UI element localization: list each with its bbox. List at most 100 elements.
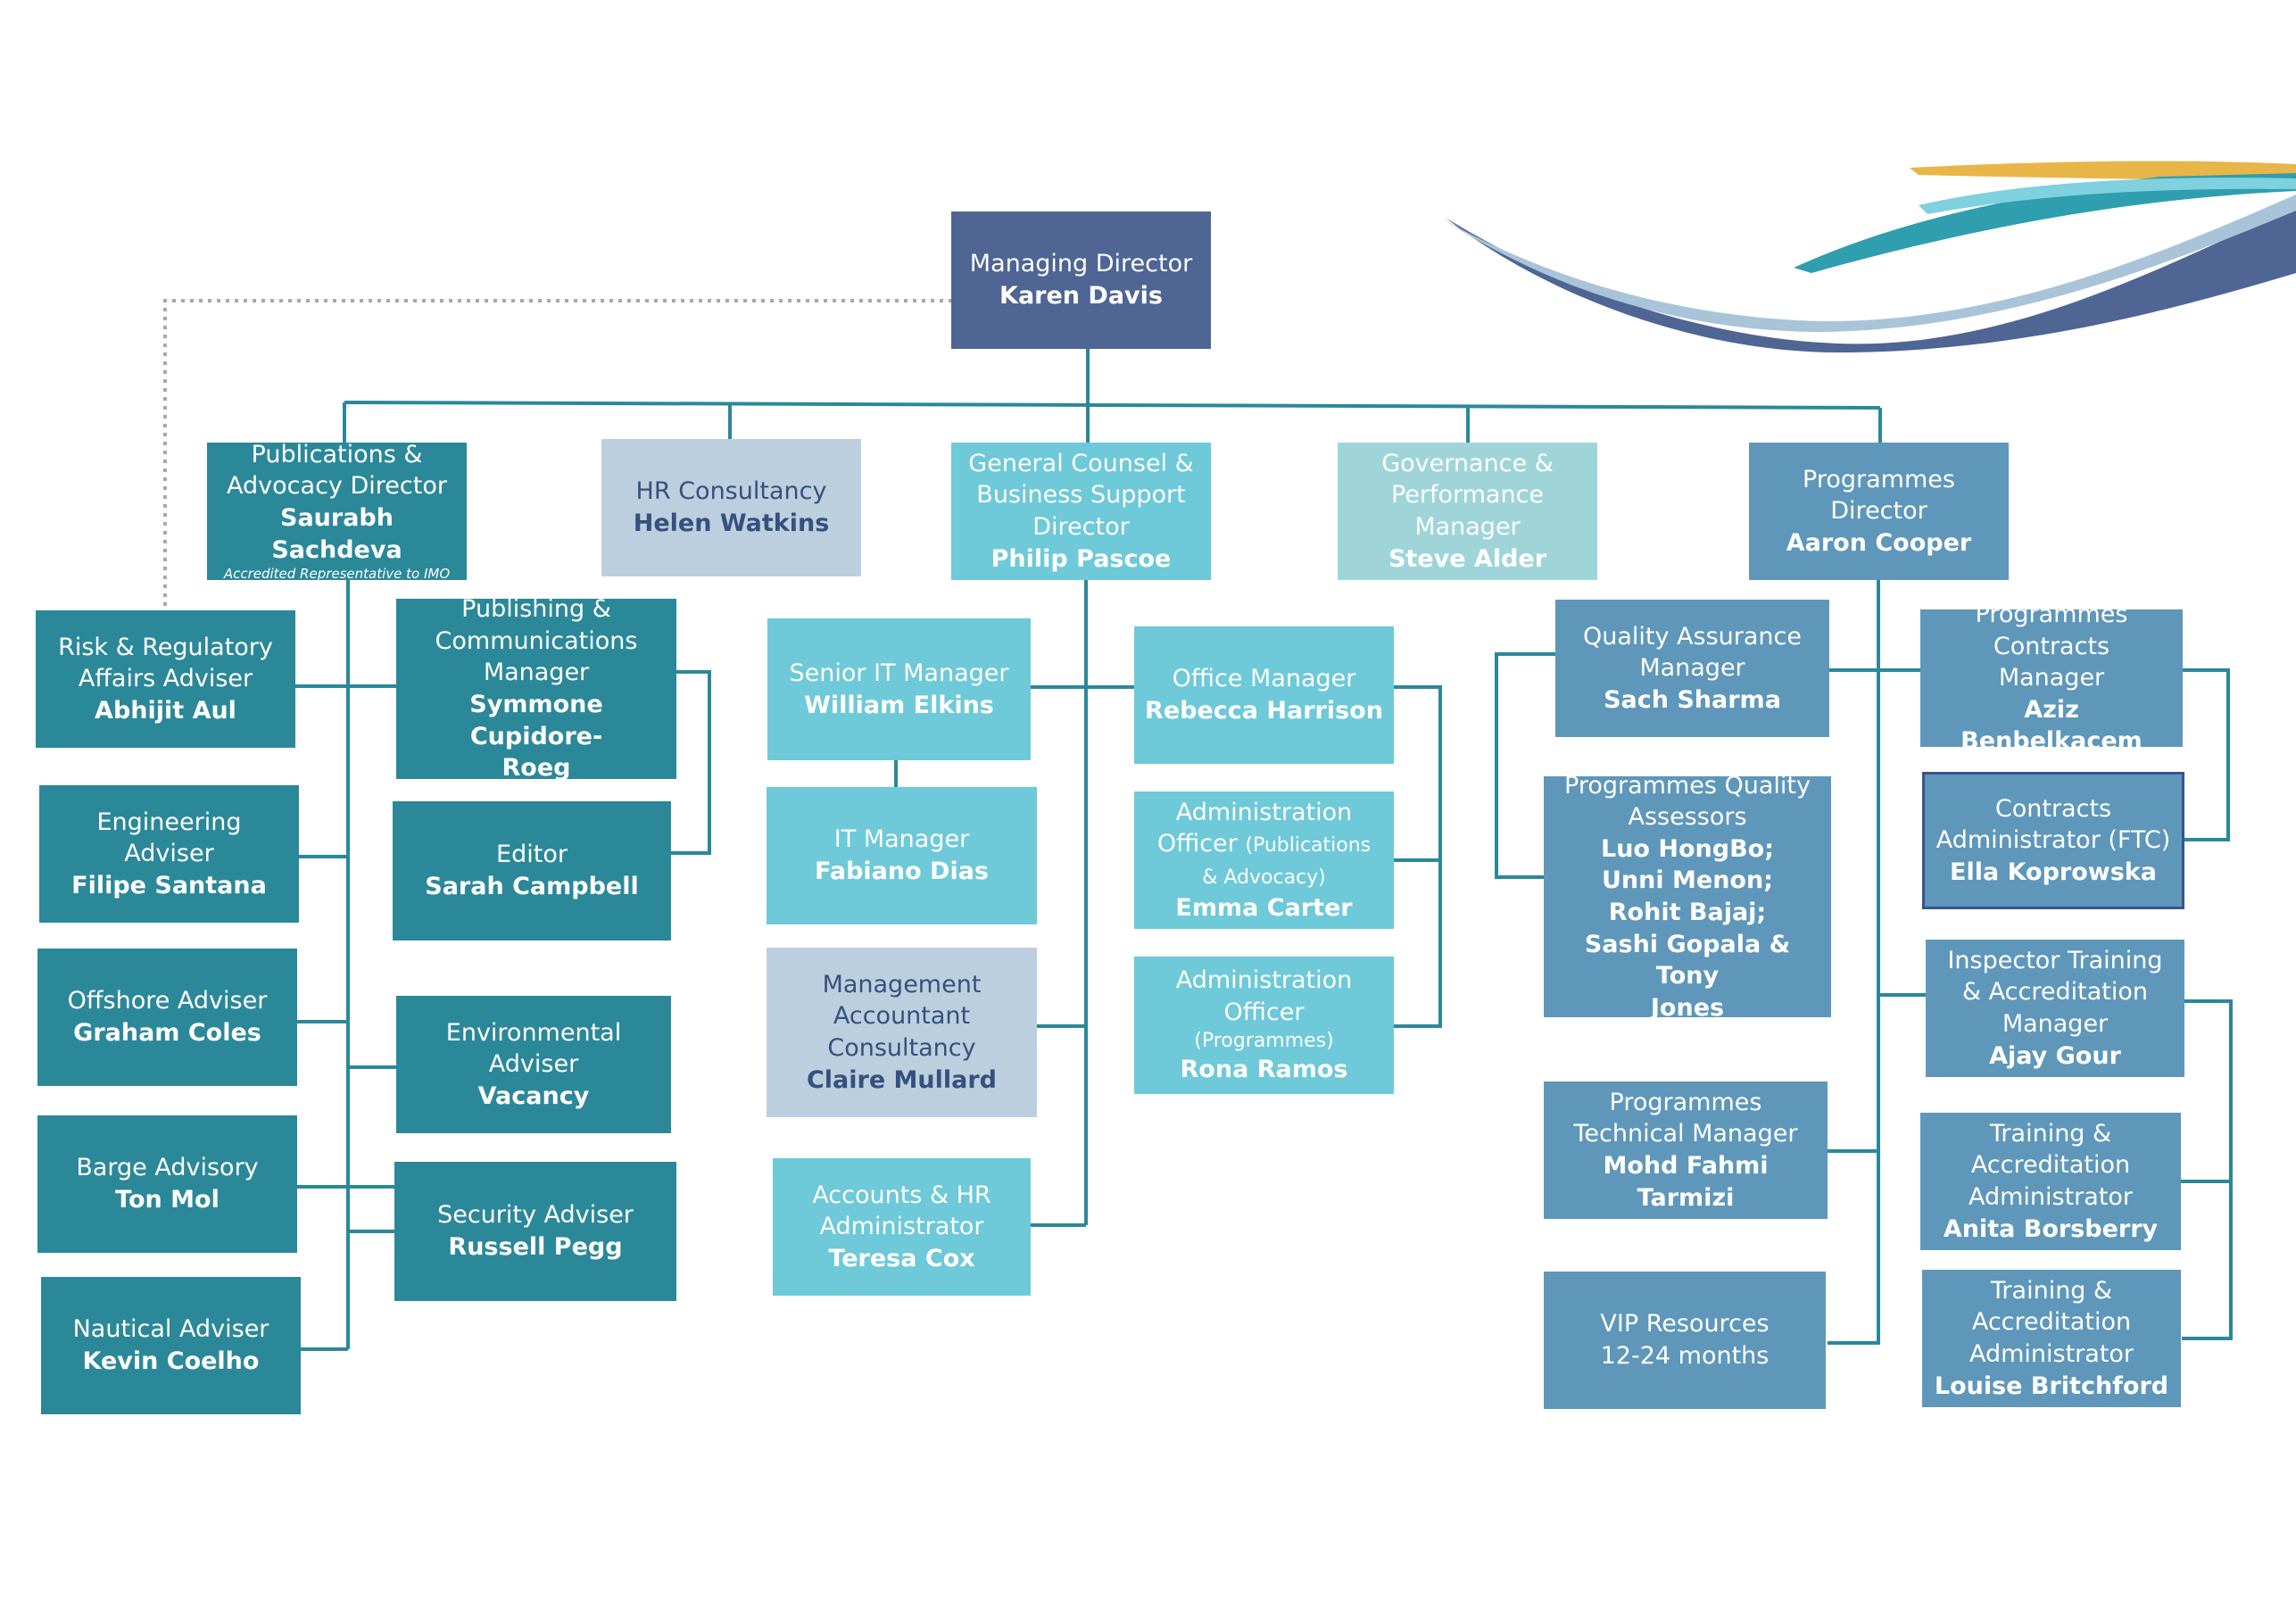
role-title: Inspector Training & Accreditation Manag… <box>1947 946 2163 1038</box>
security-adviser-box[interactable]: Security Adviser Russell Pegg <box>394 1162 676 1301</box>
role-title: Publishing & Communications Manager <box>435 595 638 687</box>
person-name: Ajay Gour <box>1989 1041 2121 1070</box>
role-title: Security Adviser <box>437 1201 634 1230</box>
person-name: Rebecca Harrison <box>1145 697 1383 725</box>
contracts-administrator-box[interactable]: Contracts Administrator (FTC) Ella Kopro… <box>1922 772 2184 909</box>
administration-officer-publications-box[interactable]: Administration Officer (Publications & A… <box>1134 791 1394 929</box>
person-name: William Elkins <box>804 691 994 719</box>
office-manager-box[interactable]: Office Manager Rebecca Harrison <box>1134 626 1394 764</box>
role-title: Publications & Advocacy Director <box>227 440 447 501</box>
person-name: Luo HongBo; Unni Menon; Rohit Bajaj; Sas… <box>1584 834 1791 1022</box>
training-accreditation-administrator-box-1[interactable]: Training & Accreditation Administrator A… <box>1920 1113 2181 1250</box>
person-name: Steve Alder <box>1388 544 1547 573</box>
environmental-adviser-box[interactable]: Environmental Adviser Vacancy <box>396 996 671 1133</box>
person-name: Saurabh Sachdeva <box>271 504 402 564</box>
person-name: Russell Pegg <box>448 1233 623 1261</box>
management-accountant-box[interactable]: Management Accountant Consultancy Claire… <box>767 948 1037 1117</box>
role-title: Programmes Contracts Manager <box>1975 600 2128 692</box>
person-name: Louise Britchford <box>1934 1371 2169 1400</box>
managing-director-box[interactable]: Managing Director Karen Davis <box>951 211 1211 349</box>
role-title: HR Consultancy <box>635 477 827 506</box>
person-name: Claire Mullard <box>806 1065 998 1094</box>
programmes-director-box[interactable]: Programmes Director Aaron Cooper <box>1749 443 2009 580</box>
person-name: Aaron Cooper <box>1786 528 1972 557</box>
role-title: Administration Officer <box>1175 966 1353 1026</box>
person-name: Mohd Fahmi Tarmizi <box>1603 1152 1769 1212</box>
person-name: Helen Watkins <box>633 510 830 537</box>
role-note: Accredited Representative to IMO <box>223 566 451 583</box>
publications-director-box[interactable]: Publications & Advocacy Director Saurabh… <box>207 441 467 582</box>
person-name: Ton Mol <box>115 1186 220 1214</box>
role-title: IT Manager <box>833 825 970 854</box>
person-name: Anita Borsberry <box>1943 1214 2159 1243</box>
governance-manager-box[interactable]: Governance & Performance Manager Steve A… <box>1338 443 1597 580</box>
role-title: Risk & Regulatory Affairs Adviser <box>58 633 273 693</box>
person-name: Graham Coles <box>73 1019 261 1047</box>
offshore-adviser-box[interactable]: Offshore Adviser Graham Coles <box>37 949 297 1086</box>
role-title: Quality Assurance Manager <box>1583 622 1802 683</box>
role-title: Barge Advisory <box>76 1154 259 1182</box>
role-title: Accounts & HR Administrator <box>812 1181 991 1241</box>
role-title: Offshore Adviser <box>67 987 268 1015</box>
person-name: Rona Ramos <box>1180 1056 1348 1084</box>
role-title: Programmes Quality Assessors <box>1564 771 1811 832</box>
role-title: Management Accountant Consultancy <box>822 970 982 1062</box>
role-title: Governance & Performance Manager <box>1381 449 1554 541</box>
person-name: Teresa Cox <box>828 1244 975 1272</box>
it-manager-box[interactable]: IT Manager Fabiano Dias <box>767 787 1037 924</box>
engineering-adviser-box[interactable]: Engineering Adviser Filipe Santana <box>39 785 299 923</box>
administration-officer-programmes-box[interactable]: Administration Officer (Programmes) Rona… <box>1134 957 1394 1094</box>
person-name: Fabiano Dias <box>814 858 989 885</box>
role-title: Programmes Technical Manager <box>1573 1088 1798 1148</box>
role-title: Office Manager <box>1172 665 1356 693</box>
role-title: Engineering Adviser <box>96 808 242 868</box>
editor-box[interactable]: Editor Sarah Campbell <box>393 801 671 940</box>
person-name: Symmone Cupidore- Roeg <box>469 691 603 783</box>
role-title: Nautical Adviser <box>72 1315 269 1344</box>
person-name: Emma Carter <box>1175 893 1353 922</box>
role-qualifier: (Programmes) <box>1194 1030 1334 1053</box>
person-name: Vacancy <box>477 1081 590 1110</box>
role-title: Administration <box>1175 798 1353 826</box>
role-title-line: Officer <box>1156 830 1246 858</box>
risk-regulatory-adviser-box[interactable]: Risk & Regulatory Affairs Adviser Abhiji… <box>36 610 295 748</box>
role-title: Senior IT Manager <box>789 659 1009 687</box>
role-title: Editor <box>496 841 568 869</box>
publishing-communications-manager-box[interactable]: Publishing & Communications Manager Symm… <box>396 595 676 782</box>
general-counsel-box[interactable]: General Counsel & Business Support Direc… <box>951 443 1211 580</box>
barge-advisory-box[interactable]: Barge Advisory Ton Mol <box>37 1115 297 1253</box>
role-title: General Counsel & Business Support Direc… <box>968 449 1194 541</box>
dotted-reporting-line <box>163 299 952 610</box>
programmes-technical-manager-box[interactable]: Programmes Technical Manager Mohd Fahmi … <box>1544 1081 1828 1219</box>
person-name: Abhijit Aul <box>95 696 236 725</box>
training-accreditation-administrator-box-2[interactable]: Training & Accreditation Administrator L… <box>1922 1270 2181 1407</box>
role-title: Training & Accreditation Administrator <box>1968 1119 2134 1211</box>
accounts-hr-administrator-box[interactable]: Accounts & HR Administrator Teresa Cox <box>773 1158 1031 1296</box>
person-name: Filipe Santana <box>71 871 267 899</box>
role-title: Programmes Director <box>1803 465 1955 526</box>
person-name: Philip Pascoe <box>991 544 1172 573</box>
quality-assurance-manager-box[interactable]: Quality Assurance Manager Sach Sharma <box>1555 600 1829 737</box>
role-qualifier: (Publications & Advocacy) <box>1202 834 1372 889</box>
person-name: Karen Davis <box>999 282 1163 310</box>
person-name: Sarah Campbell <box>425 873 639 900</box>
person-name: Aziz Benbelkacem <box>1960 695 2143 756</box>
senior-it-manager-box[interactable]: Senior IT Manager William Elkins <box>767 618 1031 760</box>
role-title: Contracts Administrator (FTC) <box>1935 794 2171 855</box>
role-title: Managing Director <box>969 250 1193 278</box>
programmes-contracts-manager-box[interactable]: Programmes Contracts Manager Aziz Benbel… <box>1920 601 2183 755</box>
vip-resources-box[interactable]: VIP Resources 12-24 months <box>1544 1272 1826 1409</box>
role-title-cont: Officer (Publications & Advocacy) <box>1157 828 1371 891</box>
person-name: Kevin Coelho <box>82 1347 260 1375</box>
role-title: Environmental Adviser <box>445 1018 622 1079</box>
inspector-training-manager-box[interactable]: Inspector Training & Accreditation Manag… <box>1926 940 2184 1077</box>
person-name: Sach Sharma <box>1604 685 1781 714</box>
hr-consultancy-box[interactable]: HR Consultancy Helen Watkins <box>601 439 861 576</box>
nautical-adviser-box[interactable]: Nautical Adviser Kevin Coelho <box>41 1277 301 1414</box>
role-title: VIP Resources 12-24 months <box>1600 1310 1770 1370</box>
role-title: Training & Accreditation Administrator <box>1969 1276 2134 1368</box>
person-name: Ella Koprowska <box>1950 858 2157 886</box>
programmes-quality-assessors-box[interactable]: Programmes Quality Assessors Luo HongBo;… <box>1544 772 1831 1022</box>
